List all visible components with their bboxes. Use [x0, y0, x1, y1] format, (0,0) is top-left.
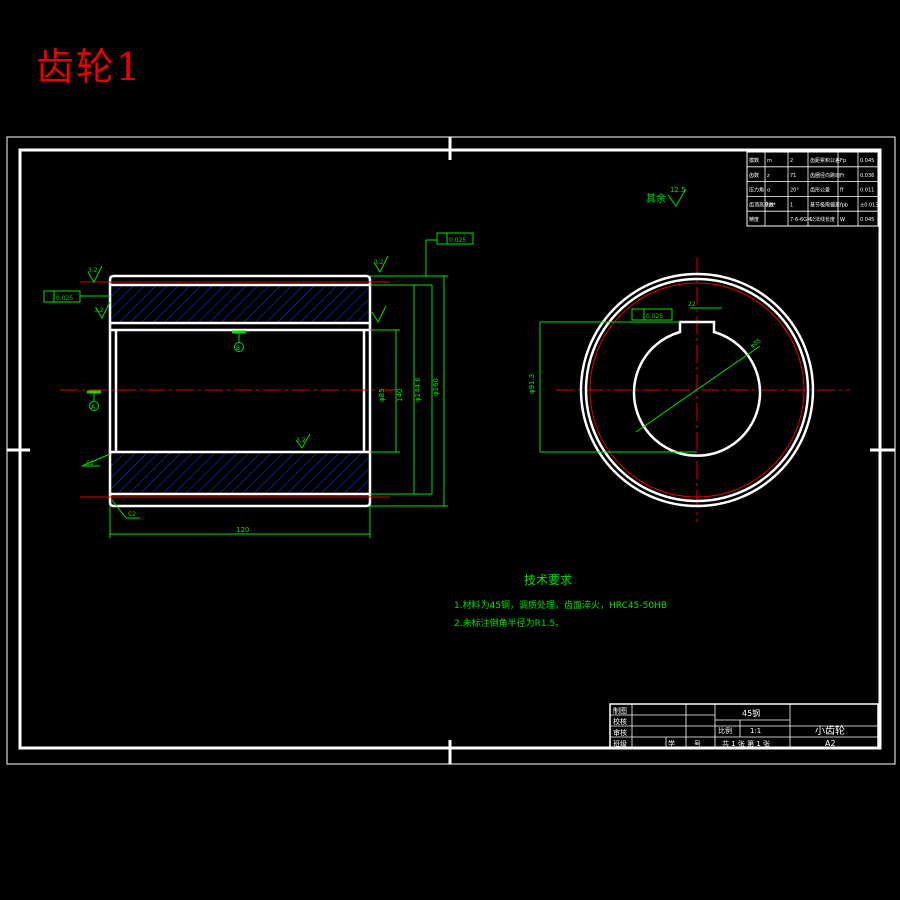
- roughness-b: 3.2: [374, 259, 384, 266]
- tb-label-3: 班级: [613, 739, 627, 748]
- tb-number-label: 号: [694, 740, 701, 748]
- tech-req-item-1: 1.材料为45钢，调质处理，齿面淬火，HRC45-50HB: [454, 599, 667, 611]
- end-view: φ91.3 φ85 22: [528, 258, 850, 522]
- tb-scale-value: 1:1: [750, 727, 761, 735]
- param-cell: 7-6-6GM: [790, 217, 811, 223]
- keyway-depth: φ91.3: [528, 374, 536, 394]
- param-cell: α: [767, 188, 771, 194]
- param-cell: 齿数: [749, 172, 759, 179]
- param-cell: ha*: [767, 202, 776, 208]
- tb-student-label: 学: [668, 739, 675, 748]
- upper-wall-hatch: [111, 285, 368, 323]
- param-cell: 精度: [749, 216, 759, 223]
- page-title: 齿轮1: [36, 45, 143, 89]
- param-cell: 齿圈径向跳动: [810, 172, 840, 179]
- keyway-width: 22: [688, 301, 696, 308]
- param-cell: 公法线长度: [810, 216, 835, 223]
- param-cell: 0.045: [860, 158, 874, 164]
- param-cell: Fr: [840, 173, 846, 179]
- datum-a: A: [91, 404, 96, 411]
- tb-sheet-info: 共 1 张 第 1 张: [722, 739, 770, 748]
- roughness-symbol-icon: [667, 188, 687, 207]
- param-cell: 0.036: [860, 173, 874, 179]
- param-cell: 20°: [790, 188, 799, 194]
- tb-scale-label: 比例: [718, 726, 732, 735]
- section-view: φ85 140 φ144.6 φ160 120 0.025 0.025 0.02…: [43, 232, 673, 538]
- param-cell: m: [767, 158, 772, 164]
- tech-req-item-2: 2.未标注倒角半径为R1.5。: [454, 617, 564, 629]
- symmetry-tol: 0.025: [646, 313, 663, 320]
- runout-tol-2: 0.025: [449, 237, 466, 244]
- title-block: 制图 校核 审核 班级 45钢 比例 1:1 共 1 张 第 1 张 小齿轮 A…: [609, 703, 879, 749]
- bore-dia: φ85: [749, 337, 763, 349]
- param-cell: 0.045: [860, 217, 874, 223]
- param-cell: 2: [790, 158, 793, 164]
- param-cell: Fp: [840, 158, 846, 164]
- tb-label-1: 校核: [613, 717, 627, 726]
- param-cell: 模数: [749, 157, 759, 164]
- roughness-c: 3.2: [94, 307, 104, 314]
- roughness-a: 3.2: [88, 267, 98, 274]
- param-cell: 齿顶高系数: [749, 201, 774, 208]
- surface-finish-note: 其余 12.5: [646, 186, 687, 207]
- tech-req-title: 技术要求: [524, 573, 572, 587]
- dim-140: 140: [396, 389, 404, 402]
- technical-requirements: 技术要求 1.材料为45钢，调质处理，齿面淬火，HRC45-50HB 2.未标注…: [454, 573, 667, 629]
- chamfer-1: C2: [86, 460, 94, 467]
- lower-wall-hatch: [111, 452, 368, 494]
- param-cell: ±0.013: [860, 202, 879, 208]
- param-cell: W: [840, 217, 845, 223]
- param-cell: ff: [840, 188, 844, 194]
- tb-material: 45钢: [742, 708, 760, 718]
- datum-b: B: [236, 345, 240, 352]
- param-cell: 齿形公差: [810, 187, 830, 194]
- tb-label-0: 制图: [613, 706, 627, 715]
- dim-160: φ160: [432, 378, 440, 396]
- roughness-d: 3.2: [296, 437, 306, 444]
- param-cell: 0.011: [860, 188, 874, 194]
- dim-bore: φ85: [378, 388, 386, 402]
- param-cell: 1: [790, 202, 793, 208]
- param-cell: 齿距累积公差: [810, 157, 840, 164]
- centering-marks: [7, 137, 895, 764]
- tb-drawing-no: A2: [825, 739, 836, 748]
- dim-144: φ144.6: [414, 377, 422, 402]
- param-cell: 71: [790, 173, 796, 179]
- runout-tol-1: 0.025: [56, 295, 73, 302]
- tb-part-name: 小齿轮: [815, 724, 845, 737]
- other-surfaces-label: 其余: [646, 192, 666, 205]
- chamfer-2: C2: [128, 511, 136, 518]
- param-cell: z: [767, 173, 770, 179]
- param-cell: 基节极限偏差: [810, 201, 840, 208]
- param-cell: fpb: [840, 202, 848, 208]
- dim-length: 120: [236, 526, 249, 534]
- param-cell: 压力角: [749, 187, 764, 194]
- roughness-value: 12.5: [670, 186, 686, 194]
- tb-label-2: 审核: [613, 728, 627, 737]
- outer-border: [6, 136, 896, 765]
